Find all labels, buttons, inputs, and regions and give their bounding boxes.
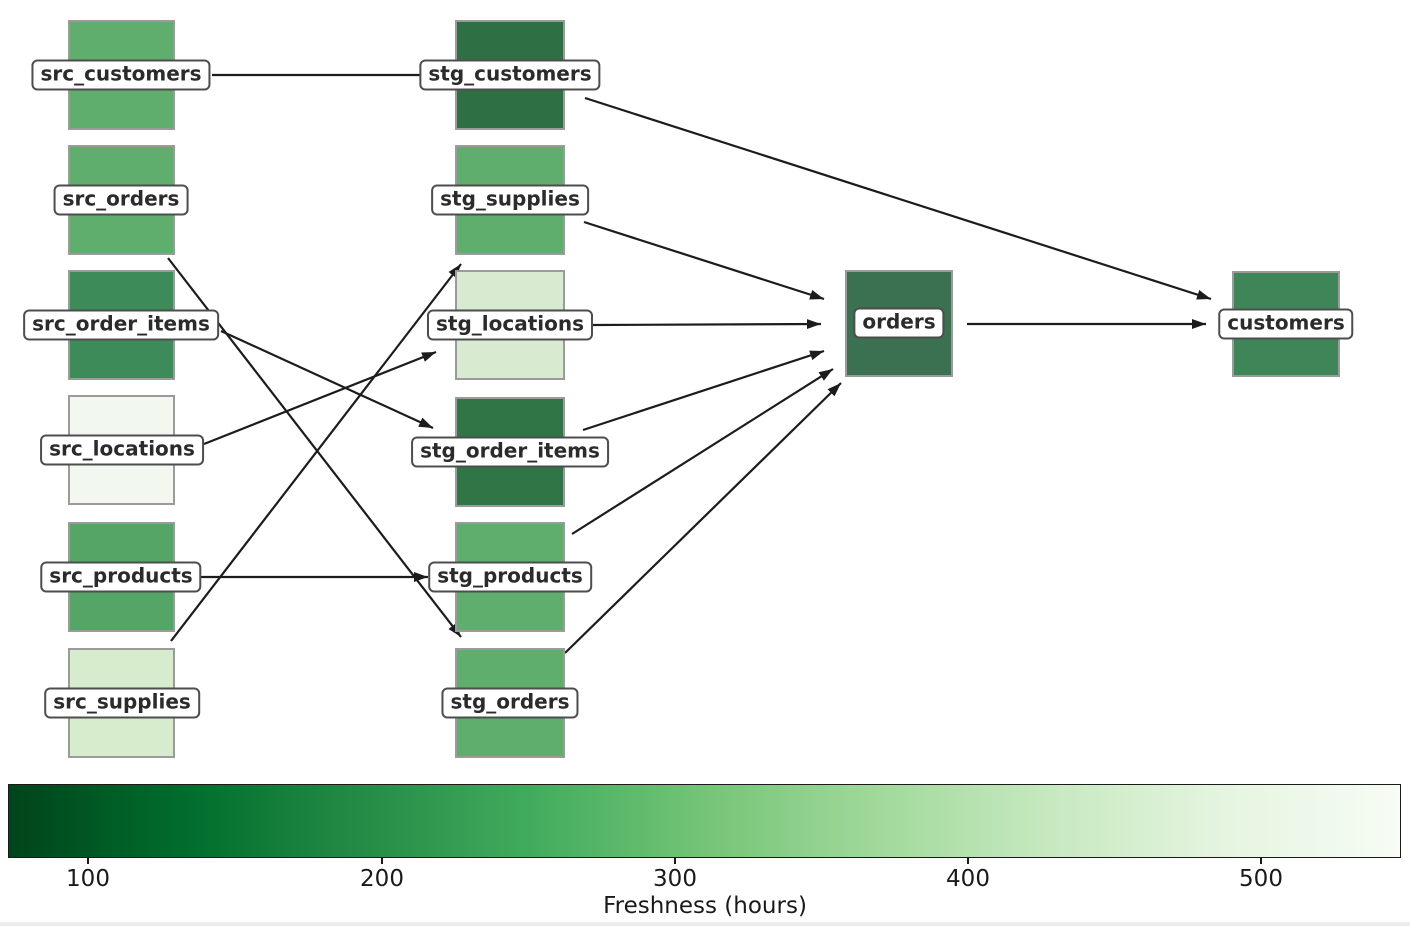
- edge-src_supplies-to-stg_supplies: [170, 263, 462, 642]
- node-label-stg_locations: stg_locations: [426, 309, 594, 341]
- edge-stg_customers-to-customers: [584, 96, 1212, 301]
- edge-stg_supplies-to-orders: [583, 220, 825, 301]
- node-label-stg_order_items: stg_order_items: [411, 436, 609, 468]
- colorbar-tick-mark: [87, 858, 89, 864]
- node-label-src_locations: src_locations: [40, 434, 204, 466]
- node-label-orders: orders: [853, 307, 945, 339]
- node-label-customers: customers: [1218, 308, 1354, 340]
- colorbar-tick-mark: [967, 858, 969, 864]
- colorbar-tick-label: 400: [946, 866, 990, 892]
- colorbar-tick-mark: [381, 858, 383, 864]
- colorbar-tick-label: 300: [653, 866, 697, 892]
- colorbar-tick-label: 200: [360, 866, 404, 892]
- colorbar-tick-label: 500: [1239, 866, 1283, 892]
- colorbar-tick-mark: [674, 858, 676, 864]
- edge-stg_order_items-to-orders: [582, 349, 825, 432]
- node-label-src_products: src_products: [40, 561, 202, 593]
- bottom-edge-strip: [0, 922, 1410, 926]
- edge-stg_products-to-orders: [571, 368, 834, 535]
- node-label-stg_orders: stg_orders: [441, 687, 579, 719]
- edge-src_locations-to-stg_locations: [203, 350, 437, 446]
- node-label-src_order_items: src_order_items: [23, 309, 219, 341]
- node-label-stg_supplies: stg_supplies: [431, 184, 589, 216]
- colorbar-tick-label: 100: [66, 866, 110, 892]
- colorbar-gradient: [8, 784, 1401, 858]
- node-label-src_supplies: src_supplies: [44, 687, 200, 719]
- node-label-stg_customers: stg_customers: [419, 59, 601, 91]
- edge-stg_locations-to-orders: [592, 319, 822, 330]
- node-label-stg_products: stg_products: [428, 561, 592, 593]
- node-label-src_customers: src_customers: [31, 59, 211, 91]
- edge-stg_orders-to-orders: [564, 382, 842, 654]
- edge-src_order_items-to-stg_order_items: [220, 329, 434, 430]
- colorbar-axis-label: Freshness (hours): [603, 893, 807, 919]
- colorbar-tick-mark: [1260, 858, 1262, 864]
- node-label-src_orders: src_orders: [53, 184, 189, 216]
